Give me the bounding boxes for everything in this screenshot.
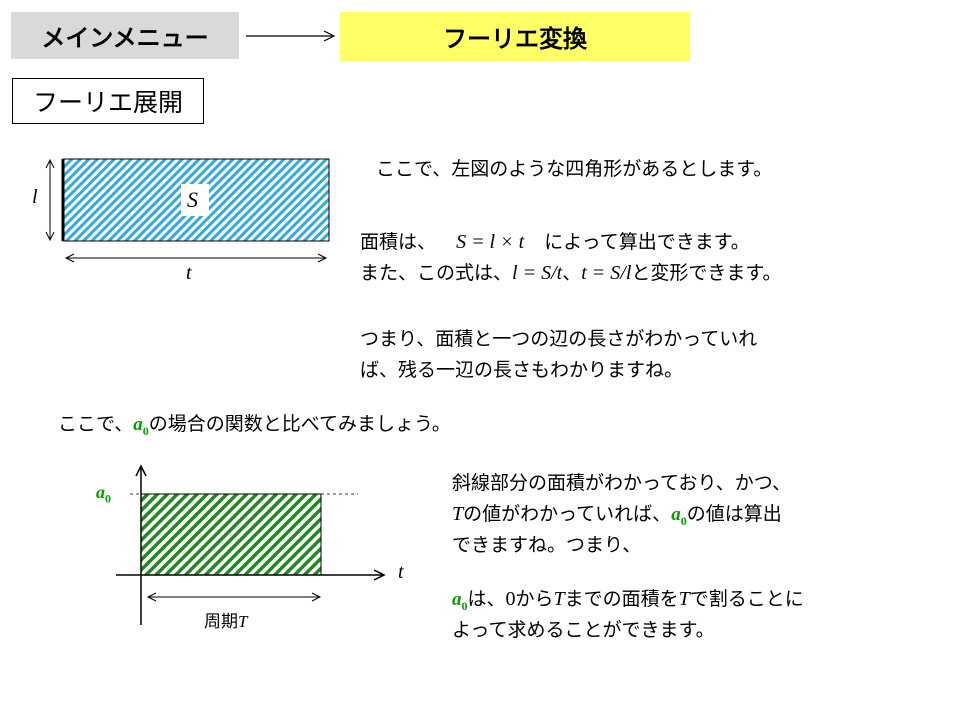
explanation-line-3: できますね。つまり、 bbox=[452, 534, 642, 556]
transform-formula-1: l = S/t bbox=[512, 262, 563, 284]
a0-graph bbox=[116, 464, 386, 625]
area-formula: S = l × t bbox=[456, 231, 525, 253]
area-label: S bbox=[187, 187, 198, 212]
transform-prefix: また、この式は、 bbox=[360, 262, 513, 284]
transform-formula-2: t = S/l bbox=[581, 262, 632, 284]
nav-arrow bbox=[246, 30, 336, 42]
compare-suffix: の場合の関数と比べてみましょう。 bbox=[148, 413, 451, 435]
compare-prefix: ここで、 bbox=[58, 413, 134, 435]
separator: 、 bbox=[562, 262, 582, 284]
section-title: フーリエ展開 bbox=[12, 78, 204, 124]
main-menu-button[interactable]: メインメニュー bbox=[11, 12, 239, 59]
explanation-line-2: Tの値がわかっていれば、a0の値は算出 bbox=[452, 503, 782, 528]
explanation-line-1: 斜線部分の面積がわかっており、かつ、 bbox=[452, 472, 791, 494]
transform-line: また、この式は、l = S/t、t = S/lと変形できます。 bbox=[360, 258, 781, 289]
rectangle-figure bbox=[45, 158, 330, 263]
fourier-transform-button[interactable]: フーリエ変換 bbox=[340, 12, 690, 61]
a0-area bbox=[140, 493, 322, 576]
transform-suffix: と変形できます。 bbox=[631, 262, 782, 284]
area-formula-line: 面積は、 S = l × t によって算出できます。 bbox=[360, 227, 750, 258]
area-prefix: 面積は、 bbox=[360, 231, 437, 253]
y-axis-a0-label: a0 bbox=[96, 482, 111, 506]
height-label: l bbox=[32, 186, 38, 208]
explanation-line-4: a0は、0からTまでの面積をTで割ることに bbox=[452, 588, 804, 613]
intro-text: ここで、左図のような四角形があるとします。 bbox=[376, 158, 773, 180]
compare-text: ここで、a0の場合の関数と比べてみましょう。 bbox=[58, 409, 451, 447]
conclusion-line-1: つまり、面積と一つの辺の長さがわかっていれ bbox=[360, 328, 758, 350]
a0-symbol: a0 bbox=[133, 414, 149, 438]
explanation-line-5: よって求めることができます。 bbox=[452, 619, 715, 641]
conclusion-line-2: ば、残る一辺の長さもわかりますね。 bbox=[360, 359, 684, 381]
width-label: t bbox=[186, 262, 192, 284]
x-axis-label: t bbox=[398, 561, 404, 583]
area-suffix: によって算出できます。 bbox=[544, 231, 750, 253]
area-label-bg bbox=[181, 184, 209, 216]
period-label: 周期T bbox=[204, 612, 248, 632]
